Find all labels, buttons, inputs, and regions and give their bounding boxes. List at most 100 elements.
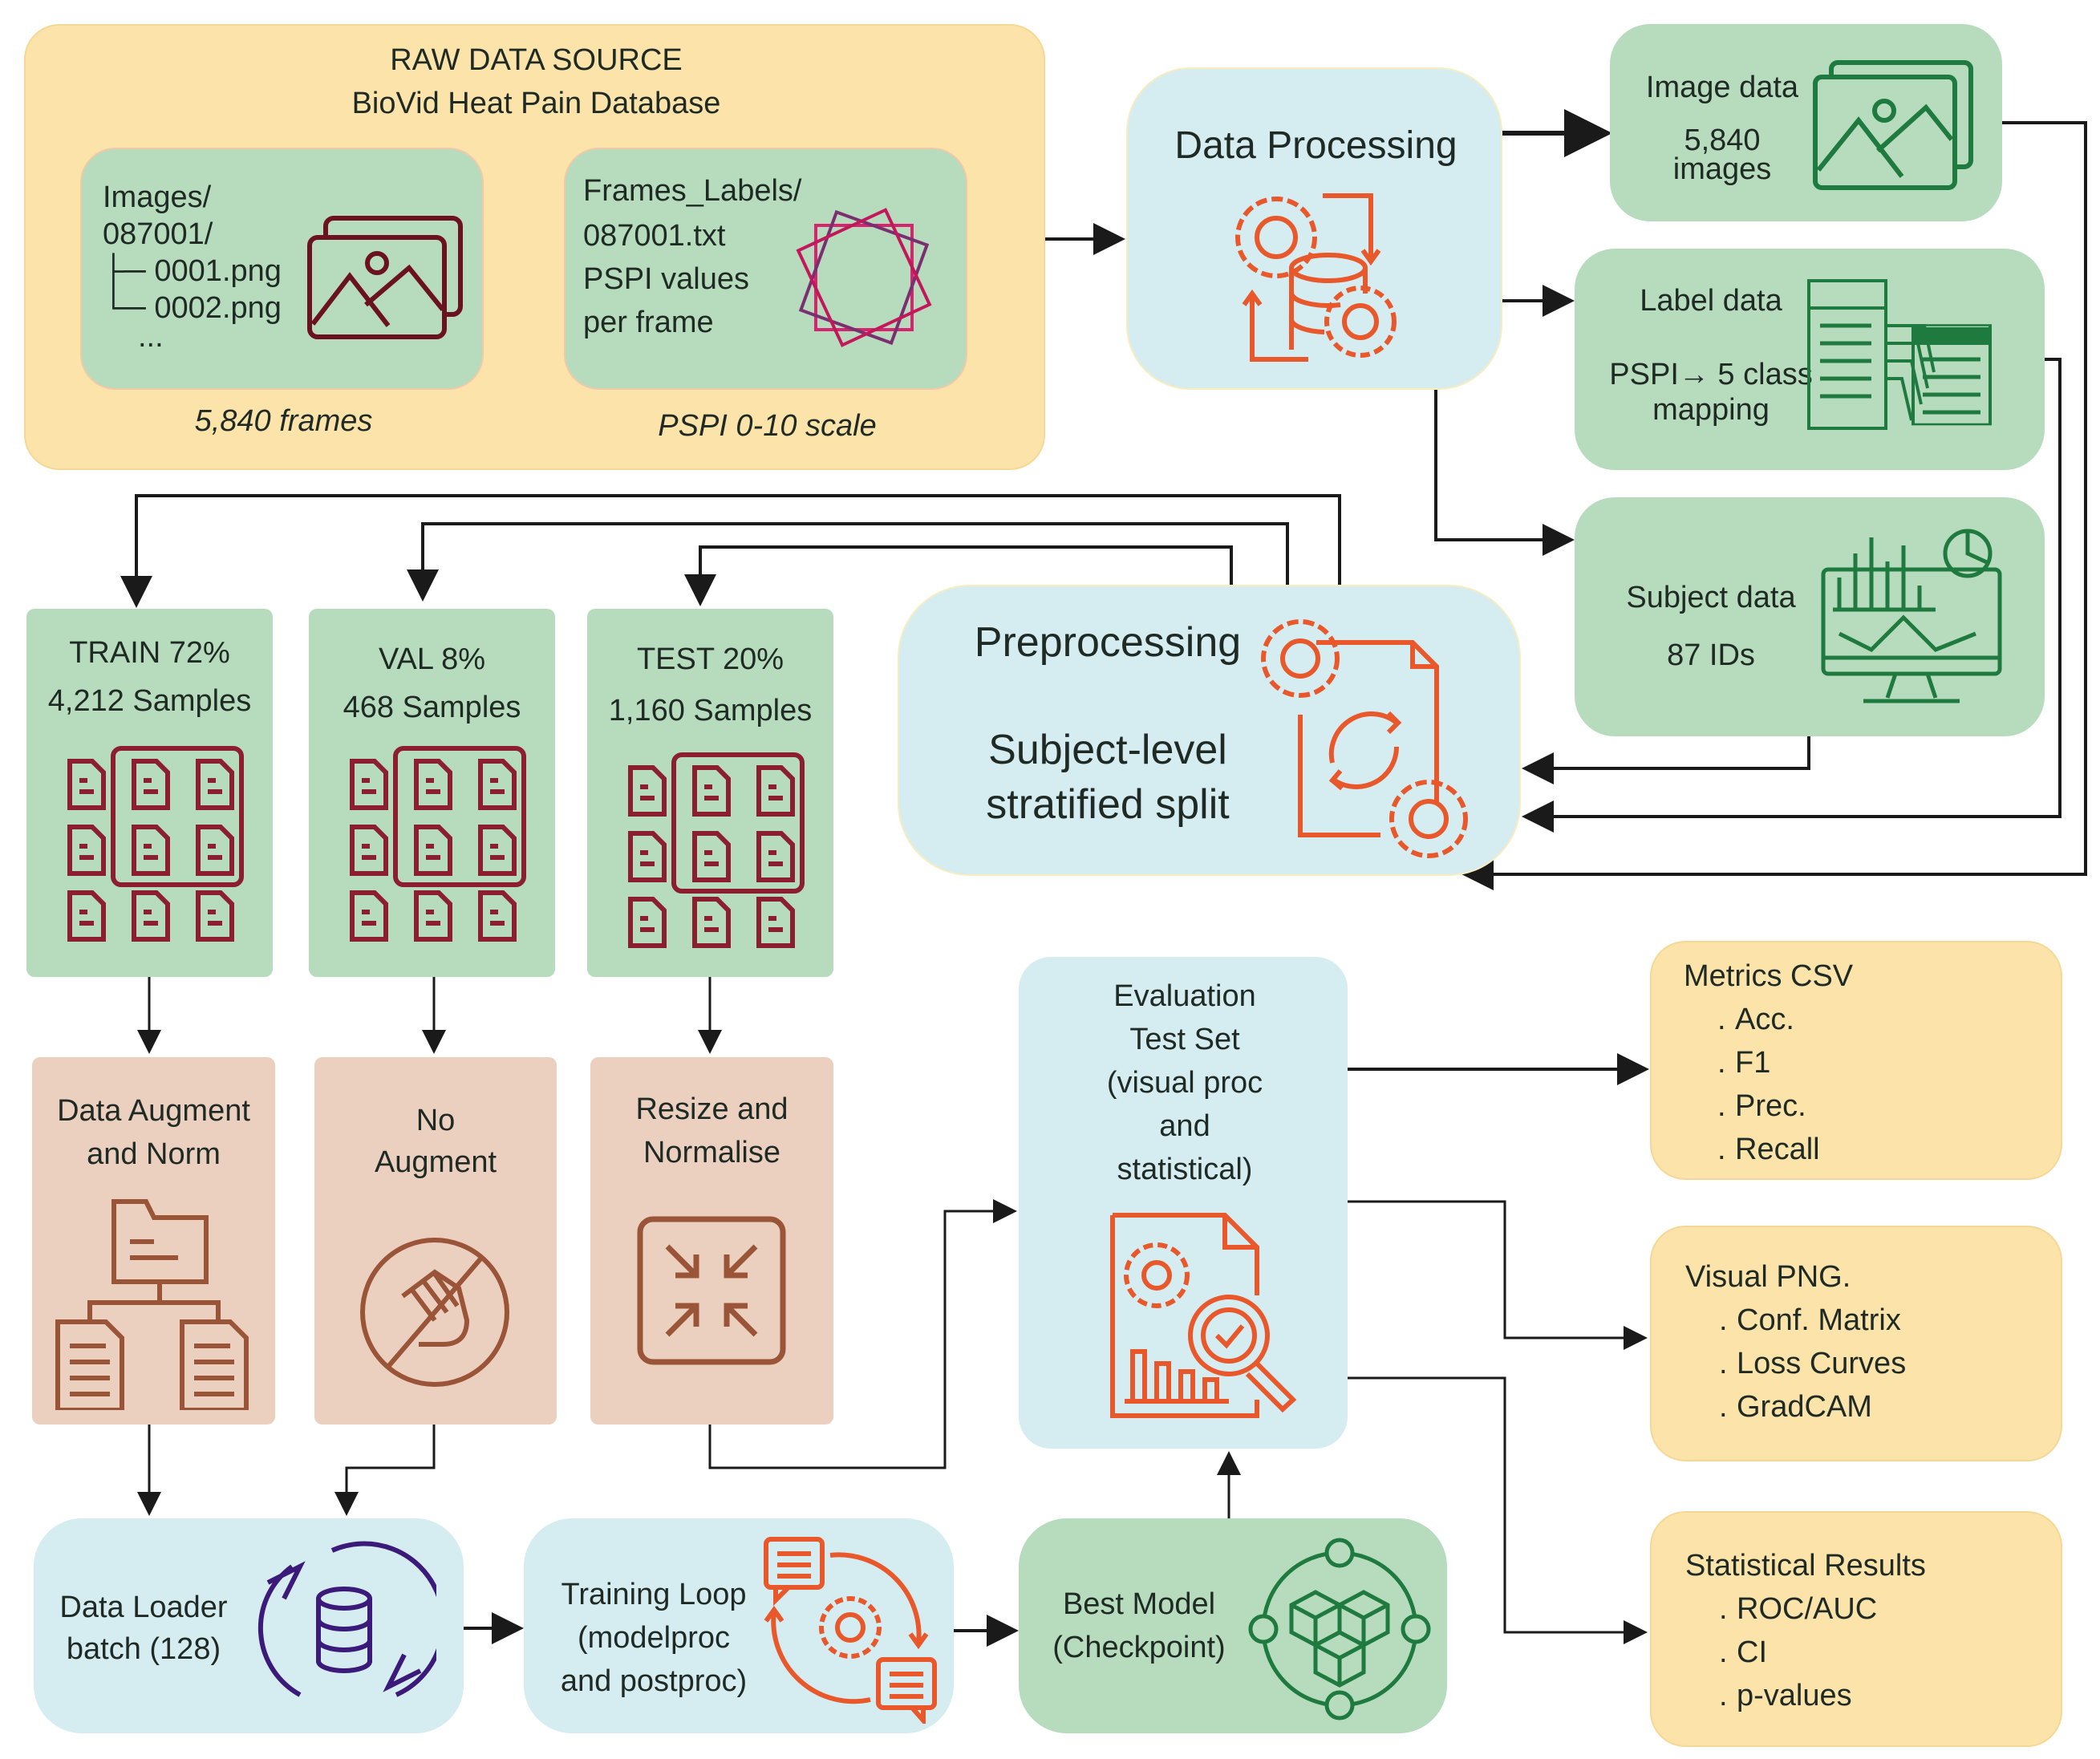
split-train-box: TRAIN 72% 4,212 Samples — [26, 609, 273, 977]
transform-noaugment-box: No Augment — [314, 1057, 557, 1425]
labels-path-line: per frame — [583, 306, 714, 339]
images-path-line: ├─ 0001.png — [103, 254, 282, 288]
file-doc-icon — [350, 825, 388, 876]
arrow-preprocessing-to-test — [684, 545, 1233, 606]
training-loop-line2: (modelproc — [577, 1621, 731, 1655]
file-doc-icon — [692, 831, 731, 882]
file-doc-icon — [756, 897, 795, 948]
image-stack-icon — [1813, 60, 1973, 190]
arrow-processing-to-subject-data — [1434, 390, 1575, 556]
split-val-name: VAL 8% — [378, 642, 486, 676]
image-stack-icon — [307, 216, 463, 339]
file-doc-icon — [478, 825, 517, 876]
best-model-line2: (Checkpoint) — [1052, 1631, 1226, 1664]
output-statistical-box: Statistical Results . ROC/AUC . CI . p-v… — [1650, 1511, 2062, 1747]
transform-noaugment-line1: No — [416, 1104, 456, 1137]
split-test-name: TEST 20% — [636, 642, 784, 676]
file-doc-icon — [67, 825, 106, 876]
output-visual-item: GradCAM — [1737, 1390, 1872, 1424]
file-doc-icon — [132, 825, 170, 876]
output-visual-title: Visual PNG. — [1685, 1260, 1851, 1294]
file-doc-icon — [350, 890, 388, 942]
evaluation-line: Evaluation — [1113, 979, 1256, 1013]
file-doc-icon — [692, 897, 731, 948]
file-doc-icon — [414, 890, 452, 942]
label-data-line2: mapping — [1652, 393, 1770, 427]
output-statistical-item: ROC/AUC — [1737, 1592, 1878, 1626]
file-doc-icon — [196, 890, 234, 942]
file-doc-icon — [628, 831, 667, 882]
images-path-line: Images/ — [103, 180, 212, 214]
arrow-subject-data-to-preprocessing — [1522, 736, 1810, 784]
subject-data-count: 87 IDs — [1667, 638, 1755, 672]
transform-augment-line1: Data Augment — [57, 1094, 250, 1128]
output-bullet: . — [1717, 1046, 1726, 1080]
raw-source-subtitle: BioVid Heat Pain Database — [351, 87, 721, 120]
document-gears-icon — [1261, 619, 1468, 858]
label-data-box: Label data PSPI→ 5 class mapping — [1575, 249, 2045, 470]
evaluation-box: Evaluation Test Set (visual proc and sta… — [1019, 957, 1348, 1449]
labels-path-line: PSPI values — [583, 262, 749, 296]
output-visual-item: Conf. Matrix — [1737, 1303, 1901, 1337]
training-loop-line1: Training Loop — [561, 1578, 747, 1611]
no-hand-icon — [360, 1238, 509, 1387]
monitor-analytics-icon — [1821, 529, 2002, 703]
label-data-line1: PSPI→ 5 class — [1609, 358, 1813, 391]
labels-caption: PSPI 0-10 scale — [658, 409, 877, 443]
split-train-name: TRAIN 72% — [69, 636, 230, 670]
preprocessing-line1: Subject-level — [988, 727, 1227, 773]
transform-noaugment-line2: Augment — [374, 1145, 497, 1179]
data-loader-box: Data Loader batch (128) — [34, 1518, 464, 1733]
images-caption: 5,840 frames — [194, 404, 373, 438]
output-metrics-item: F1 — [1735, 1046, 1771, 1080]
output-metrics-item: Acc. — [1735, 1003, 1794, 1036]
evaluation-line: (visual proc — [1106, 1066, 1263, 1100]
raw-source-title: RAW DATA SOURCE — [390, 43, 683, 77]
gears-database-icon — [1235, 193, 1397, 362]
output-visual-item: Loss Curves — [1737, 1347, 1907, 1380]
arrow-eval-to-statistical — [1348, 1376, 1648, 1644]
output-metrics-box: Metrics CSV . Acc. . F1 . Prec. . Recall — [1650, 941, 2062, 1180]
file-doc-icon — [756, 831, 795, 882]
arrow-label-data-to-preprocessing — [1522, 358, 2061, 833]
data-processing-title: Data Processing — [1174, 124, 1457, 167]
best-model-box: Best Model (Checkpoint) — [1019, 1518, 1447, 1733]
evaluation-line: Test Set — [1129, 1023, 1240, 1056]
image-data-unit: images — [1672, 152, 1772, 186]
output-statistical-item: p-values — [1737, 1679, 1852, 1712]
file-group-frame — [393, 746, 526, 887]
file-doc-icon — [67, 759, 106, 810]
arrow-resize-to-evaluation — [708, 1199, 1017, 1469]
file-group-frame — [111, 746, 244, 887]
output-metrics-item: Recall — [1735, 1133, 1820, 1166]
database-sync-icon — [257, 1541, 436, 1697]
images-panel: Images/ 087001/ ├─ 0001.png └─ 0002.png … — [80, 148, 484, 390]
transform-resize-line1: Resize and — [635, 1092, 789, 1126]
labels-panel: Frames_Labels/ 087001.txt PSPI values pe… — [564, 148, 967, 390]
preprocessing-title: Preprocessing — [974, 619, 1242, 666]
file-doc-icon — [478, 759, 517, 810]
transform-augment-box: Data Augment and Norm — [32, 1057, 275, 1425]
output-bullet: . — [1719, 1679, 1728, 1712]
folder-hierarchy-icon — [55, 1199, 249, 1410]
output-statistical-item: CI — [1737, 1635, 1767, 1669]
report-magnifier-icon — [1110, 1213, 1297, 1418]
image-data-title: Image data — [1645, 71, 1799, 104]
file-doc-icon — [692, 765, 731, 817]
split-test-samples: 1,160 Samples — [608, 694, 813, 728]
image-data-count: 5,840 — [1684, 124, 1761, 157]
file-doc-icon — [628, 897, 667, 948]
labels-path-line: Frames_Labels/ — [583, 174, 802, 208]
cubes-network-icon — [1248, 1538, 1431, 1720]
arrow-noaugment-to-loader — [334, 1425, 436, 1516]
split-train-samples: 4,212 Samples — [47, 684, 252, 718]
data-loader-line1: Data Loader — [59, 1591, 228, 1624]
split-val-box: VAL 8% 468 Samples — [309, 609, 555, 977]
file-doc-icon — [132, 890, 170, 942]
training-loop-line3: and postproc) — [560, 1664, 748, 1698]
file-grid-icon — [628, 752, 805, 948]
file-doc-icon — [196, 825, 234, 876]
output-bullet: . — [1719, 1347, 1728, 1380]
file-doc-icon — [67, 890, 106, 942]
preprocessing-box: Preprocessing Subject-level stratified s… — [898, 585, 1521, 876]
